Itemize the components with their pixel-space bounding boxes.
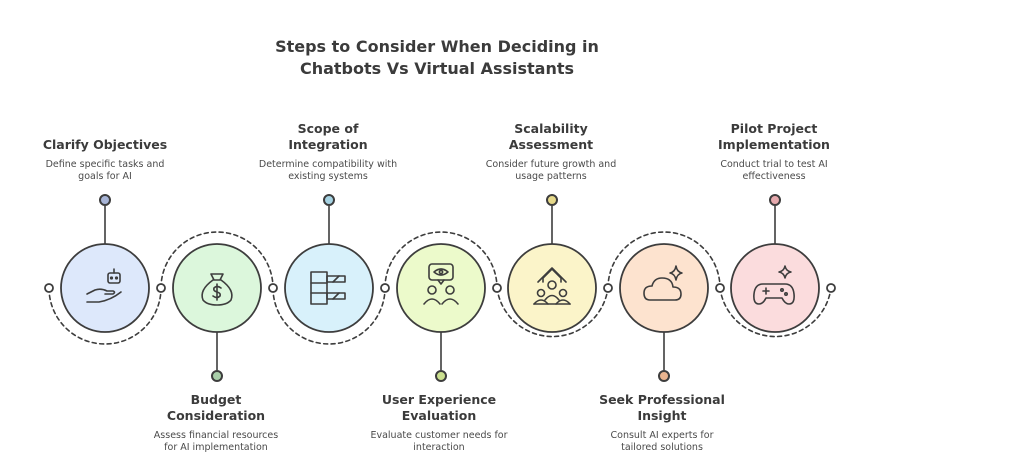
step-circle-scope-of-integration <box>284 243 374 333</box>
money-bag-icon <box>201 273 233 306</box>
step-label-clarify-objectives: Clarify Objectives Define specific tasks… <box>10 137 200 183</box>
layers-chart-icon <box>310 271 346 305</box>
step-heading: Clarify Objectives <box>42 137 168 152</box>
step-description: Define specific tasks and goals for AI <box>45 159 165 182</box>
step-description: Consider future growth and usage pattern… <box>485 159 617 182</box>
stem-dot <box>658 370 670 382</box>
step-heading: Budget Consideration <box>166 392 266 423</box>
diagram-title: Steps to Consider When Deciding in Chatb… <box>275 37 599 78</box>
step-description: Consult AI experts for tailored solution… <box>610 430 714 453</box>
cloud-sparkle-icon <box>643 265 683 301</box>
step-heading: Scalability Assessment <box>508 121 594 152</box>
junction-dot <box>44 283 54 293</box>
growth-people-icon <box>533 267 571 305</box>
stem-dot <box>546 194 558 206</box>
step-heading: User Experience Evaluation <box>381 392 497 423</box>
junction-dot <box>268 283 278 293</box>
step-heading: Scope of Integration <box>288 121 368 152</box>
junction-dot <box>380 283 390 293</box>
step-description: Conduct trial to test AI effectiveness <box>720 159 828 182</box>
stem-dot <box>99 194 111 206</box>
junction-dot <box>826 283 836 293</box>
connector-arc <box>607 231 721 289</box>
step-heading: Seek Professional Insight <box>599 392 725 423</box>
step-description: Assess financial resources for AI implem… <box>153 430 279 453</box>
gamepad-sparkle-icon <box>753 265 795 305</box>
step-label-budget-consideration: Budget Consideration Assess financial re… <box>121 392 311 454</box>
step-heading: Pilot Project Implementation <box>718 121 830 152</box>
step-description: Evaluate customer needs for interaction <box>370 430 508 453</box>
connector-arc <box>384 231 498 289</box>
stem-dot <box>435 370 447 382</box>
users-eye-icon <box>423 263 459 305</box>
junction-dot <box>156 283 166 293</box>
step-label-user-experience: User Experience Evaluation Evaluate cust… <box>344 392 534 454</box>
stem-dot <box>323 194 335 206</box>
connector-arc <box>719 287 832 338</box>
step-circle-clarify-objectives <box>60 243 150 333</box>
robot-hand-icon <box>86 268 122 303</box>
step-label-seek-professional-insight: Seek Professional Insight Consult AI exp… <box>567 392 757 454</box>
step-circle-user-experience <box>396 243 486 333</box>
step-label-scalability-assessment: Scalability Assessment Consider future g… <box>456 121 646 183</box>
connector-arc <box>160 231 274 289</box>
junction-dot <box>603 283 613 293</box>
connector-arc <box>272 287 386 345</box>
junction-dot <box>492 283 502 293</box>
step-circle-scalability-assessment <box>507 243 597 333</box>
step-circle-seek-professional-insight <box>619 243 709 333</box>
step-label-scope-of-integration: Scope of Integration Determine compatibi… <box>233 121 423 183</box>
step-description: Determine compatibility with existing sy… <box>258 159 398 182</box>
connector-arc <box>48 287 162 345</box>
connector-arc <box>496 287 609 338</box>
junction-dot <box>715 283 725 293</box>
stem-dot <box>211 370 223 382</box>
stem-dot <box>769 194 781 206</box>
step-circle-pilot-project <box>730 243 820 333</box>
step-label-pilot-project: Pilot Project Implementation Conduct tri… <box>679 121 869 183</box>
